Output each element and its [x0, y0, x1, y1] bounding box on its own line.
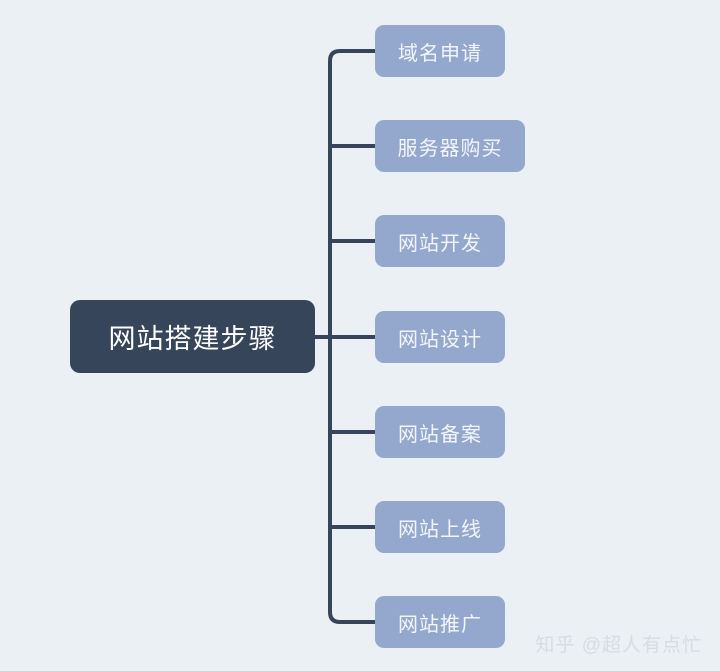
mindmap-child-label: 网站开发 [398, 232, 482, 255]
mindmap-child-node[interactable]: 网站设计 [375, 311, 505, 363]
mindmap-child-label: 网站上线 [398, 518, 482, 541]
mindmap-child-node[interactable]: 网站上线 [375, 501, 505, 553]
mindmap-child-label: 网站设计 [398, 328, 482, 351]
mindmap-child-node[interactable]: 服务器购买 [375, 120, 525, 172]
mindmap-child-node[interactable]: 网站开发 [375, 215, 505, 267]
mindmap-root-node[interactable]: 网站搭建步骤 [70, 300, 315, 373]
mindmap-root-label: 网站搭建步骤 [108, 324, 277, 354]
mindmap-child-label: 服务器购买 [397, 137, 503, 160]
mindmap-child-node[interactable]: 域名申请 [375, 25, 505, 77]
mindmap-child-label: 网站备案 [398, 423, 482, 446]
mindmap-child-label: 域名申请 [398, 42, 482, 65]
connector-path [328, 611, 375, 624]
mindmap-child-label: 网站推广 [398, 613, 482, 636]
watermark: 知乎 @超人有点忙 [535, 635, 702, 656]
connector-path [328, 49, 375, 62]
mindmap-child-node[interactable]: 网站推广 [375, 596, 505, 648]
mindmap-child-node[interactable]: 网站备案 [375, 406, 505, 458]
